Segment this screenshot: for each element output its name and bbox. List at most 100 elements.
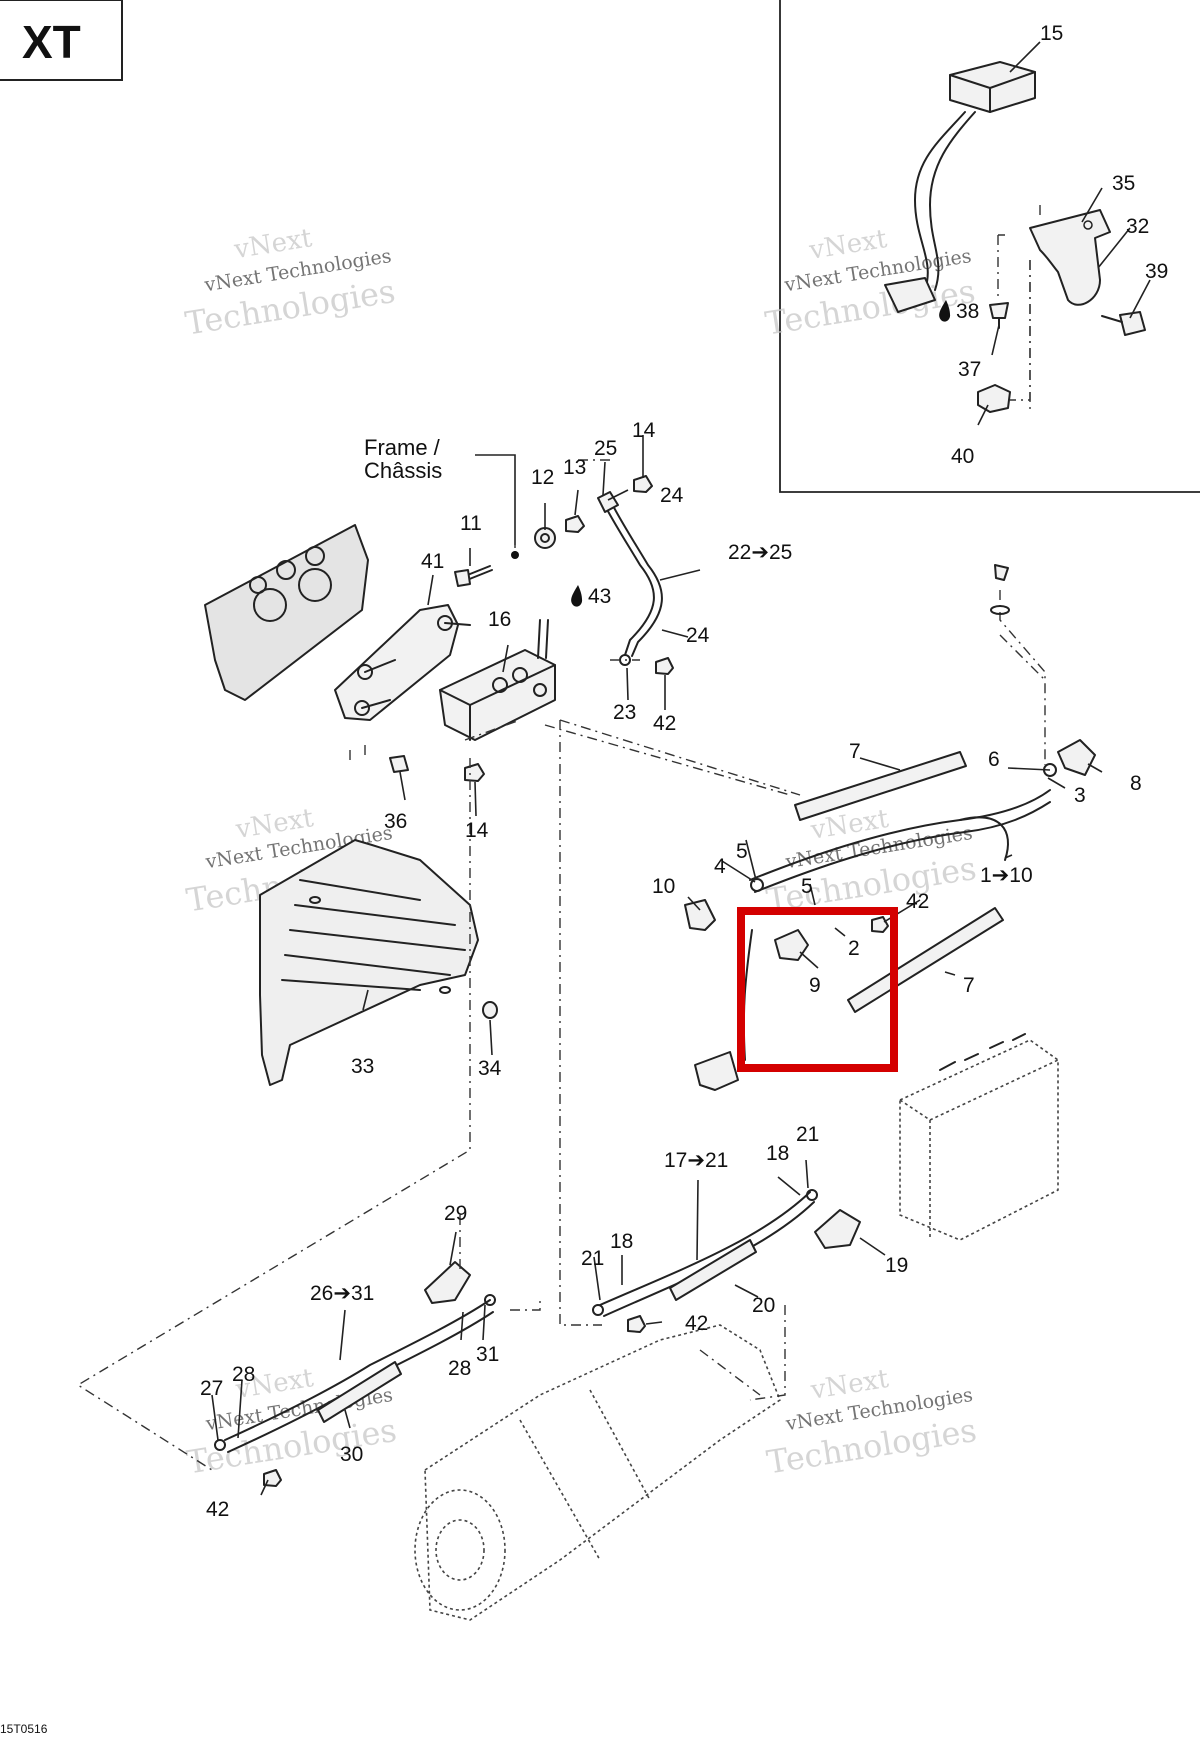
callout-21b: 21	[581, 1247, 604, 1270]
callout-24a: 24	[660, 484, 684, 507]
callout-42c: 42	[685, 1312, 708, 1335]
frame-label-line2: Châssis	[364, 458, 442, 483]
callout-18a: 18	[766, 1142, 789, 1165]
callout-2: 2	[848, 937, 860, 960]
part-washer-12	[534, 527, 556, 549]
part-heat-shield-33	[259, 839, 479, 1086]
callout-6: 6	[988, 748, 1000, 771]
part-sleeve-7b	[847, 907, 1004, 1013]
inset-leaders	[997, 205, 1041, 401]
part-screw-11	[454, 565, 493, 587]
callout-42a: 42	[653, 712, 676, 735]
callout-22-25: 22➔25	[728, 541, 792, 564]
callout-7a: 7	[849, 740, 861, 763]
part-nut-14b	[464, 763, 485, 782]
part-nut-42b	[871, 916, 889, 933]
callout-30: 30	[340, 1443, 363, 1466]
oil-drop-icon	[571, 585, 583, 607]
part-dash-plate	[204, 524, 369, 701]
part-nut-42c	[627, 1315, 646, 1333]
callout-5a: 5	[736, 840, 748, 863]
watermark-group-4: vNext vNext Technologies Technologies	[764, 804, 979, 920]
callout-43: 43	[571, 585, 611, 608]
highlight-box	[737, 907, 898, 1072]
part-boot-19	[814, 1209, 861, 1249]
part-nut-14a	[633, 475, 653, 493]
part-nut-40	[977, 384, 1011, 413]
callout-21a: 21	[796, 1123, 819, 1146]
part-sleeve-30	[317, 1361, 402, 1423]
frame-point	[511, 551, 519, 559]
callout-38: 38	[939, 300, 979, 323]
callout-31: 31	[476, 1343, 499, 1366]
part-bolt-36	[389, 755, 409, 773]
part-boot-29	[424, 1261, 471, 1304]
callout-labels: 15 35 32 39 38 37 40 14 25 13 12 24 11 2…	[200, 22, 1168, 1521]
part-solenoid-16	[439, 619, 556, 741]
callout-8: 8	[1130, 772, 1142, 795]
callout-3: 3	[1074, 784, 1086, 807]
callout-29: 29	[444, 1202, 467, 1225]
callout-32: 32	[1126, 215, 1149, 238]
callout-4: 4	[714, 855, 726, 878]
part-starter-motor	[414, 1324, 781, 1621]
drawing-code: 15T0516	[0, 1722, 48, 1736]
part-battery	[899, 1033, 1059, 1241]
callout-28b: 28	[448, 1357, 471, 1380]
assembly-leaders-2	[464, 260, 1031, 796]
part-boot-10	[684, 899, 716, 931]
callout-14b: 14	[465, 819, 489, 842]
callout-17-21: 17➔21	[664, 1149, 728, 1172]
callout-10: 10	[652, 875, 675, 898]
part-boot-8	[1057, 739, 1096, 776]
oil-drop-icon	[939, 300, 951, 322]
part-cable-22	[597, 491, 663, 666]
watermark-group-6: vNext vNext Technologies Technologies	[764, 1364, 979, 1482]
callout-40: 40	[951, 445, 974, 468]
callout-28a: 28	[232, 1363, 255, 1386]
part-terminal-4	[750, 878, 764, 892]
callout-37: 37	[958, 358, 981, 381]
variant-badge: XT	[0, 0, 123, 81]
callout-18b: 18	[610, 1230, 633, 1253]
callout-41: 41	[421, 550, 444, 573]
assembly-leaders	[76, 459, 1046, 1471]
callout-36: 36	[384, 810, 407, 833]
callout-35: 35	[1112, 172, 1135, 195]
part-indicator-light	[884, 61, 1036, 313]
detail-inset	[779, 0, 1200, 493]
callout-19: 19	[885, 1254, 908, 1277]
callout-14a: 14	[632, 419, 656, 442]
svg-text:43: 43	[588, 585, 611, 608]
svg-text:38: 38	[956, 300, 979, 323]
callout-9: 9	[809, 974, 821, 997]
callout-23: 23	[613, 701, 636, 724]
callout-25: 25	[594, 437, 617, 460]
callout-15: 15	[1040, 22, 1063, 45]
part-bracket-41	[334, 604, 471, 721]
callout-39: 39	[1145, 260, 1168, 283]
callout-13: 13	[563, 456, 586, 479]
callout-34: 34	[478, 1057, 502, 1080]
callout-24b: 24	[686, 624, 710, 647]
part-nut-42a	[655, 657, 674, 675]
callout-16: 16	[488, 608, 511, 631]
part-screw-top-right	[990, 564, 1010, 615]
callout-27: 27	[200, 1377, 223, 1400]
callout-12: 12	[531, 466, 554, 489]
watermark-group-5: vNext vNext Technologies Technologies	[184, 1363, 399, 1481]
callout-7b: 7	[963, 974, 975, 997]
callout-26-31: 26➔31	[310, 1282, 374, 1305]
part-cable-17	[592, 1189, 818, 1317]
callout-42b: 42	[906, 890, 929, 913]
callout-20: 20	[752, 1294, 775, 1317]
callout-1-10: 1➔10	[980, 864, 1033, 887]
part-nut-42d	[263, 1469, 282, 1487]
callout-leaders	[211, 41, 1151, 1496]
part-bracket-35	[1029, 209, 1111, 306]
variant-badge-text: XT	[22, 16, 81, 68]
part-nut-13	[565, 515, 585, 533]
frame-label-line1: Frame /	[364, 435, 441, 460]
callout-5b: 5	[801, 875, 813, 898]
